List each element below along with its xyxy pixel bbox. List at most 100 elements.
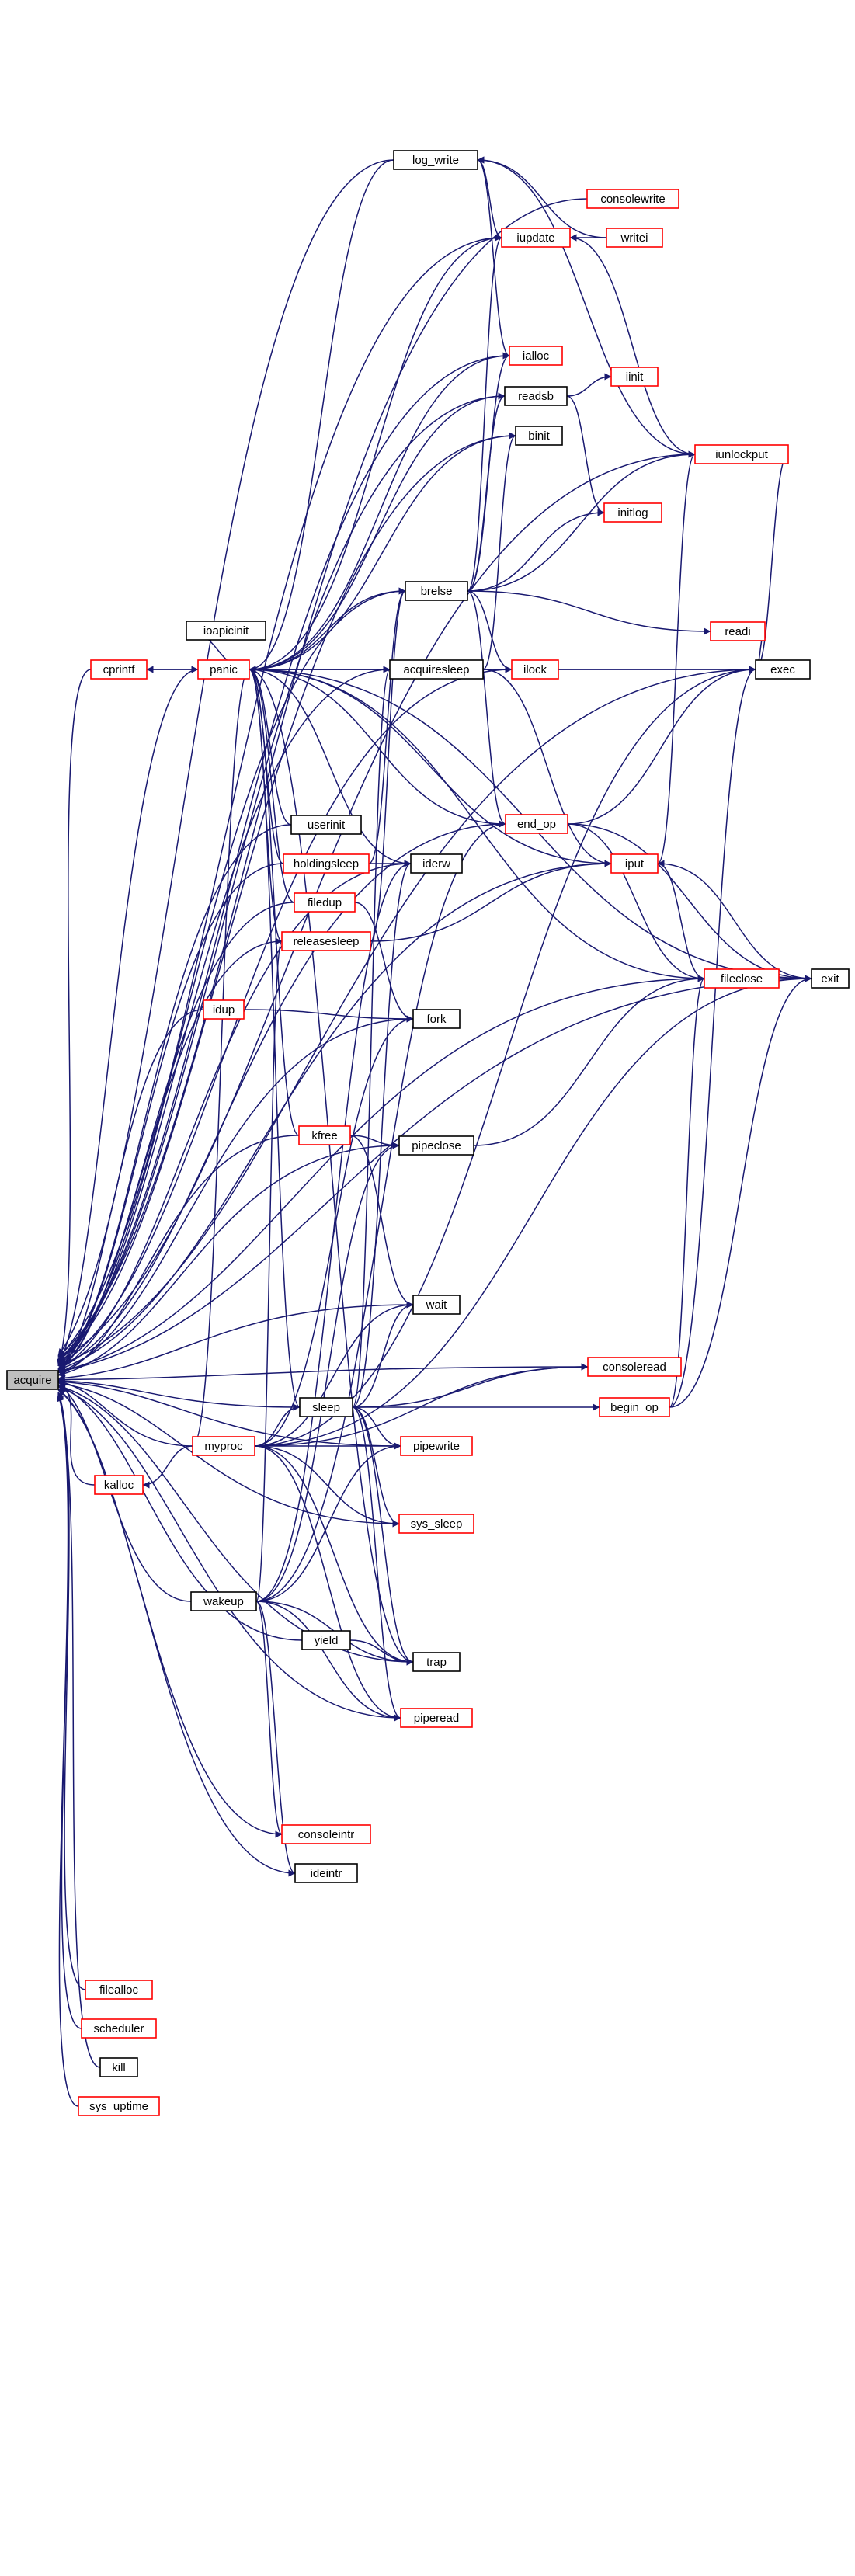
node-wakeup[interactable]: wakeup	[190, 1591, 257, 1611]
node-ilock[interactable]: ilock	[511, 659, 559, 680]
node-initlog[interactable]: initlog	[603, 502, 662, 523]
node-panic[interactable]: panic	[197, 659, 250, 680]
node-iupdate[interactable]: iupdate	[501, 228, 571, 248]
edge-path	[57, 940, 283, 1372]
node-scheduler[interactable]: scheduler	[81, 2018, 157, 2039]
edge-path	[467, 450, 696, 592]
node-sys-sleep[interactable]: sys_sleep	[398, 1514, 474, 1534]
node-wait[interactable]: wait	[412, 1295, 461, 1315]
node-sys-uptime[interactable]: sys_uptime	[78, 2096, 160, 2116]
edge-path	[57, 902, 295, 1371]
edge-path	[467, 509, 605, 592]
node-myproc[interactable]: myproc	[192, 1436, 255, 1456]
edge-userinit-to-acquire	[57, 824, 292, 1370]
edge-path	[249, 666, 414, 1663]
edge-sys-sleep-to-acquire	[57, 1380, 400, 1524]
edge-path	[669, 975, 812, 1408]
edge-path	[352, 1406, 401, 1722]
edge-wakeup-to-consoleintr	[255, 1601, 283, 1838]
node-userinit[interactable]: userinit	[290, 815, 362, 835]
node-label: consolewrite	[600, 193, 665, 206]
edge-path	[57, 863, 284, 1371]
edge-brelse-to-iupdate	[467, 234, 502, 592]
node-cprintf[interactable]: cprintf	[90, 659, 148, 680]
node-filealloc[interactable]: filealloc	[85, 1980, 153, 2000]
node-brelse[interactable]: brelse	[405, 581, 468, 601]
node-writei[interactable]: writei	[606, 228, 663, 248]
node-label: readi	[725, 625, 750, 638]
node-consolewrite[interactable]: consolewrite	[586, 189, 679, 209]
node-ialloc[interactable]: ialloc	[509, 346, 563, 366]
node-box	[587, 1357, 682, 1377]
node-kalloc[interactable]: kalloc	[94, 1475, 144, 1495]
edge-brelse-to-ilock	[467, 590, 513, 673]
edge-pipewrite-to-acquire	[57, 1378, 401, 1447]
node-exec[interactable]: exec	[755, 659, 811, 680]
edge-idup-to-acquire	[57, 1009, 204, 1374]
edge-ialloc-to-panic	[249, 355, 510, 673]
edge-path	[249, 159, 394, 673]
edge-brelse-to-iunlockput	[467, 450, 696, 592]
node-box	[504, 386, 568, 406]
node-exit[interactable]: exit	[811, 968, 850, 989]
edge-end-op-to-fileclose	[567, 823, 705, 982]
edge-end-op-to-acquire	[57, 823, 506, 1370]
node-label: begin_op	[610, 1401, 659, 1414]
edge-path	[57, 863, 412, 1371]
node-readsb[interactable]: readsb	[504, 386, 568, 406]
edge-wakeup-to-pipeclose	[255, 1142, 400, 1602]
node-yield[interactable]: yield	[301, 1630, 351, 1650]
node-iput[interactable]: iput	[610, 853, 659, 874]
node-iderw[interactable]: iderw	[410, 853, 463, 874]
node-fileclose[interactable]: fileclose	[704, 968, 780, 989]
node-piperead[interactable]: piperead	[400, 1708, 473, 1728]
node-fork[interactable]: fork	[412, 1009, 461, 1029]
node-pipeclose[interactable]: pipeclose	[398, 1135, 474, 1156]
node-box	[290, 815, 362, 835]
node-label: filedup	[308, 896, 342, 909]
node-readi[interactable]: readi	[710, 621, 766, 641]
node-filedup[interactable]: filedup	[294, 892, 356, 913]
node-pipewrite[interactable]: pipewrite	[400, 1436, 473, 1456]
edge-fileclose-to-panic	[249, 666, 705, 979]
node-binit[interactable]: binit	[515, 426, 563, 446]
node-label: wakeup	[203, 1595, 244, 1608]
edge-path	[254, 1363, 589, 1447]
edge-iput-to-acquire	[57, 863, 612, 1371]
edge-path	[57, 978, 705, 1375]
node-consoleintr[interactable]: consoleintr	[281, 1824, 371, 1844]
node-iinit[interactable]: iinit	[610, 367, 659, 387]
node-log-write[interactable]: log_write	[393, 150, 478, 170]
node-label: ideintr	[311, 1867, 342, 1880]
node-ideintr[interactable]: ideintr	[294, 1863, 358, 1883]
edge-wakeup-to-releasesleep	[255, 937, 283, 1602]
node-box	[505, 814, 568, 834]
node-releasesleep[interactable]: releasesleep	[281, 931, 371, 951]
node-box	[283, 853, 370, 874]
node-consoleread[interactable]: consoleread	[587, 1357, 682, 1377]
node-label: sys_sleep	[411, 1517, 463, 1531]
node-label: consoleread	[603, 1361, 666, 1374]
node-kfree[interactable]: kfree	[298, 1125, 351, 1145]
node-acquiresleep[interactable]: acquiresleep	[389, 659, 484, 680]
node-kill[interactable]: kill	[99, 2057, 138, 2077]
edge-iunlockput-to-log-write	[477, 156, 696, 455]
edge-sleep-to-piperead	[352, 1406, 401, 1722]
node-iunlockput[interactable]: iunlockput	[694, 444, 789, 464]
edge-path	[566, 373, 612, 397]
edge-path	[254, 1445, 400, 1528]
node-end-op[interactable]: end_op	[505, 814, 568, 834]
edge-begin-op-to-fileclose	[669, 975, 705, 1408]
node-box	[694, 444, 789, 464]
node-holdingsleep[interactable]: holdingsleep	[283, 853, 370, 874]
node-label: ioapicinit	[203, 624, 249, 638]
edge-ialloc-to-log-write	[477, 156, 510, 356]
edge-binit-to-acquire	[57, 435, 516, 1362]
node-trap[interactable]: trap	[412, 1652, 461, 1672]
node-sleep[interactable]: sleep	[299, 1397, 353, 1417]
node-idup[interactable]: idup	[203, 999, 245, 1020]
node-box	[606, 228, 663, 248]
node-begin-op[interactable]: begin_op	[599, 1397, 670, 1417]
node-ioapicinit[interactable]: ioapicinit	[186, 621, 266, 641]
node-acquire[interactable]: acquire	[6, 1370, 59, 1390]
